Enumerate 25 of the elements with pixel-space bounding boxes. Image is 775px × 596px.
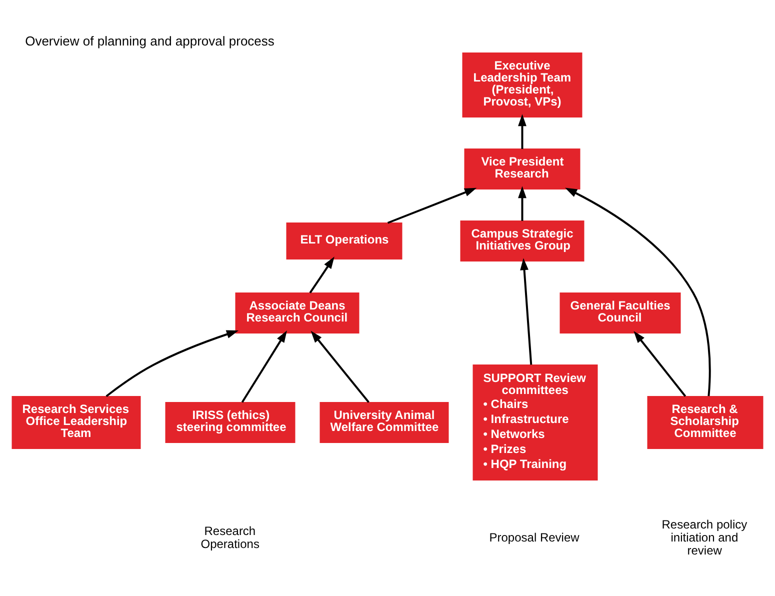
label: Research policy initiation and review <box>662 518 748 558</box>
label: Research Operations <box>200 524 260 552</box>
arrow <box>387 188 477 224</box>
node-box: Executive Leadership Team (President, Provost, VPs) <box>462 52 582 118</box>
node-box: Campus Strategic Initiatives Group <box>460 220 584 262</box>
node-box: ELT Operations <box>286 222 402 260</box>
node-box: Vice President Research <box>464 148 580 190</box>
node-box: University Animal Welfare Committee <box>320 402 449 443</box>
node-box: SUPPORT Review committees • Chairs • Infrastructure • Networks • Prizes • HQP Training <box>472 364 598 480</box>
arrow <box>106 330 239 398</box>
arrow <box>518 114 526 149</box>
node-box: Associate Deans Research Council <box>235 292 360 334</box>
arrow <box>309 256 334 294</box>
arrow <box>520 258 532 365</box>
arrow <box>565 188 711 396</box>
node-box: IRISS (ethics) steering committee <box>165 402 296 443</box>
arrow <box>310 330 370 403</box>
node-box: Research & Scholarship Committee <box>647 396 764 449</box>
arrow <box>518 186 526 221</box>
arrow <box>634 330 686 397</box>
arrow <box>241 330 287 403</box>
node-box: General Faculties Council <box>560 292 681 334</box>
node-box: Research Services Office Leadership Team <box>12 396 141 449</box>
label: Proposal Review <box>489 530 580 545</box>
diagram-title: Overview of planning and approval process <box>25 33 274 48</box>
